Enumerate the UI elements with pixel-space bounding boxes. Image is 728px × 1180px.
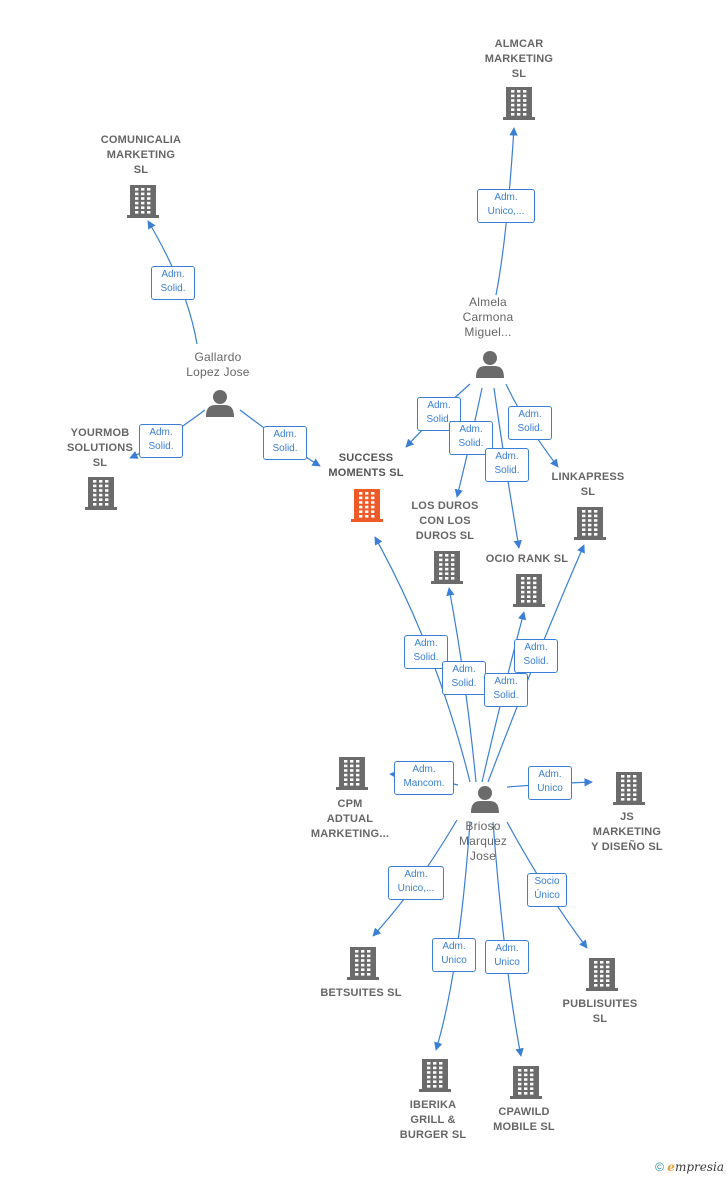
js-building-icon[interactable] [613, 772, 645, 805]
brioso-node-label[interactable]: Brioso Marquez Jose [458, 819, 508, 863]
edge-label-brioso-to-js[interactable]: Adm. Unico [528, 766, 572, 800]
publisuites-node-label[interactable]: PUBLISUITES SL [562, 998, 638, 1025]
yourmob-node-label[interactable]: YOURMOB SOLUTIONS SL [67, 427, 133, 469]
edge-label-almela-to-losduros[interactable]: Adm. Solid. [449, 421, 493, 455]
cpm-building-icon[interactable] [336, 757, 368, 790]
almcar-node-label[interactable]: ALMCAR MARKETING SL [484, 38, 554, 80]
iberika-building-icon[interactable] [419, 1059, 451, 1092]
edge-label-brioso-to-betsuites[interactable]: Adm. Unico,... [388, 866, 444, 900]
ociorank-node-label[interactable]: OCIO RANK SL [485, 553, 569, 565]
edge-label-brioso-to-ociorank[interactable]: Adm. Solid. [484, 673, 528, 707]
betsuites-building-icon[interactable] [347, 947, 379, 980]
edge-label-gallardo-to-success[interactable]: Adm. Solid. [263, 426, 307, 460]
comunicalia-node-label[interactable]: COMUNICALIA MARKETING SL [100, 134, 182, 176]
footer-brand[interactable]: © empresia [655, 1160, 724, 1174]
ociorank-building-icon[interactable] [513, 574, 545, 607]
gallardo-person-icon[interactable] [206, 390, 234, 417]
almela-node-label[interactable]: Almela Carmona Miguel... [462, 295, 514, 339]
iberika-node-label[interactable]: IBERIKA GRILL & BURGER SL [399, 1099, 467, 1141]
edge-label-brioso-to-success[interactable]: Adm. Solid. [404, 635, 448, 669]
edge-label-almela-to-linkapress[interactable]: Adm. Solid. [508, 406, 552, 440]
cpawild-node-label[interactable]: CPAWILD MOBILE SL [493, 1106, 555, 1133]
brioso-person-icon[interactable] [471, 786, 499, 813]
success-node-label[interactable]: SUCCESS MOMENTS SL [328, 452, 404, 479]
almcar-building-icon[interactable] [503, 87, 535, 120]
edge-label-brioso-to-linkapress[interactable]: Adm. Solid. [514, 639, 558, 673]
js-node-label[interactable]: JS MARKETING Y DISEÑO SL [591, 811, 663, 853]
cpm-node-label[interactable]: CPM ADTUAL MARKETING... [310, 798, 390, 840]
edge-label-almela-to-almcar[interactable]: Adm. Unico,... [477, 189, 535, 223]
losduros-node-label[interactable]: LOS DUROS CON LOS DUROS SL [411, 500, 479, 542]
edge-label-brioso-to-losduros[interactable]: Adm. Solid. [442, 661, 486, 695]
linkapress-node-label[interactable]: LINKAPRESS SL [551, 471, 625, 498]
edge-label-brioso-to-cpm[interactable]: Adm. Mancom. [394, 761, 454, 795]
cpawild-building-icon[interactable] [510, 1066, 542, 1099]
losduros-building-icon[interactable] [431, 551, 463, 584]
edge-label-gallardo-to-comunicalia[interactable]: Adm. Solid. [151, 266, 195, 300]
linkapress-building-icon[interactable] [574, 507, 606, 540]
betsuites-node-label[interactable]: BETSUITES SL [320, 987, 402, 999]
almela-person-icon[interactable] [476, 351, 504, 378]
empresia-logo: empresia [667, 1160, 724, 1174]
publisuites-building-icon[interactable] [586, 958, 618, 991]
edge-almela-to-almcar [495, 127, 518, 296]
gallardo-node-label[interactable]: Gallardo Lopez Jose [186, 350, 250, 379]
edge-label-brioso-to-publisuites[interactable]: Socio Único [527, 873, 567, 907]
icons-layer [85, 87, 645, 1099]
success-building-icon[interactable] [351, 489, 383, 522]
copyright-symbol: © [655, 1160, 664, 1174]
edge-label-gallardo-to-yourmob[interactable]: Adm. Solid. [139, 424, 183, 458]
yourmob-building-icon[interactable] [85, 477, 117, 510]
edge-label-brioso-to-iberika[interactable]: Adm. Unico [432, 938, 476, 972]
edge-label-brioso-to-cpawild[interactable]: Adm. Unico [485, 940, 529, 974]
edge-label-almela-to-ociorank[interactable]: Adm. Solid. [485, 448, 529, 482]
comunicalia-building-icon[interactable] [127, 185, 159, 218]
